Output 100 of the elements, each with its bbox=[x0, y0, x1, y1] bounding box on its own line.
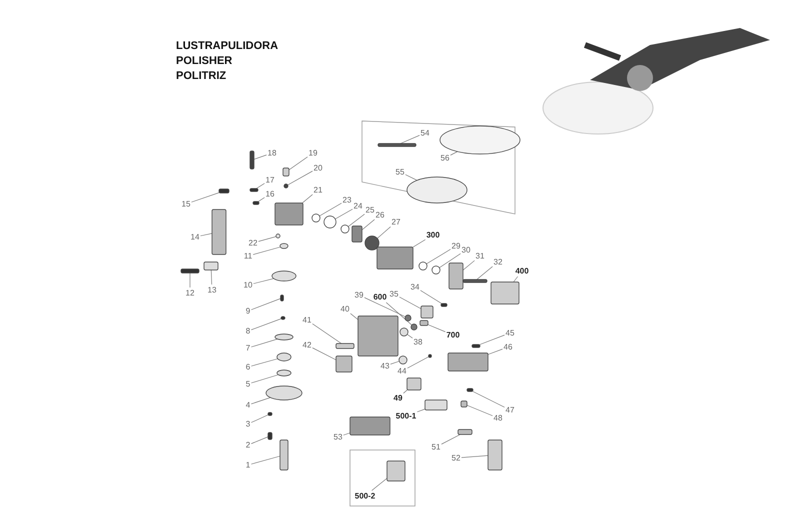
callout-number: 49 bbox=[394, 394, 402, 402]
leader-line bbox=[350, 313, 358, 320]
machine-part bbox=[376, 246, 414, 270]
leader-line bbox=[348, 214, 365, 227]
machine-part bbox=[252, 201, 260, 205]
callout-number: 6 bbox=[246, 362, 250, 372]
callout-number: 41 bbox=[302, 316, 312, 324]
leader-line bbox=[513, 276, 518, 282]
leader-line bbox=[250, 298, 281, 310]
leader-line bbox=[439, 253, 461, 268]
leader-line bbox=[334, 208, 353, 220]
callout-number: 500-2 bbox=[354, 492, 376, 500]
callout-number: 10 bbox=[244, 280, 252, 290]
machine-part bbox=[448, 262, 464, 290]
callout-number: 51 bbox=[432, 442, 440, 452]
machine-part bbox=[410, 324, 418, 330]
leader-line bbox=[250, 397, 271, 404]
leader-line bbox=[258, 236, 276, 242]
product-name: POLISHER bbox=[176, 55, 232, 67]
leader-line bbox=[403, 390, 408, 394]
callout-number: 400 bbox=[515, 266, 529, 276]
leader-line bbox=[210, 270, 212, 285]
callout-number: 600 bbox=[373, 292, 387, 302]
leader-line bbox=[200, 233, 212, 236]
callout-number: 32 bbox=[494, 258, 502, 266]
leader-line bbox=[256, 183, 265, 189]
machine-part bbox=[268, 432, 272, 440]
callout-number: 25 bbox=[366, 206, 374, 214]
machine-part bbox=[274, 334, 294, 340]
machine-part bbox=[472, 344, 480, 348]
callout-number: 38 bbox=[414, 338, 422, 346]
leader-line bbox=[319, 202, 342, 216]
callout-number: 55 bbox=[396, 168, 404, 176]
machine-part bbox=[312, 214, 320, 222]
leader-line bbox=[407, 356, 429, 368]
leader-line bbox=[462, 260, 475, 270]
callout-number: 46 bbox=[504, 342, 512, 352]
leader-line bbox=[476, 266, 493, 280]
machine-part bbox=[280, 294, 284, 302]
machine-part bbox=[218, 188, 230, 194]
machine-part bbox=[276, 370, 292, 376]
machine-part bbox=[268, 412, 272, 416]
leader-line bbox=[400, 135, 420, 144]
machine-part bbox=[266, 386, 302, 400]
leader-line bbox=[412, 239, 426, 248]
leader-line bbox=[488, 348, 503, 355]
machine-part bbox=[458, 429, 472, 435]
leader-line bbox=[441, 434, 460, 444]
machine-part bbox=[276, 234, 280, 238]
product-name: POLITRIZ bbox=[176, 70, 226, 82]
machine-part bbox=[336, 343, 354, 349]
leader-line bbox=[480, 334, 505, 345]
callout-number: 700 bbox=[446, 330, 460, 340]
machine-part bbox=[400, 328, 408, 336]
callout-number: 16 bbox=[266, 190, 274, 198]
machine-part bbox=[204, 262, 218, 270]
machine-part bbox=[284, 184, 288, 188]
callout-number: 52 bbox=[452, 454, 460, 462]
callout-number: 5 bbox=[246, 380, 250, 388]
machine-part bbox=[250, 150, 254, 170]
leader-line bbox=[405, 174, 418, 181]
machine-part bbox=[324, 216, 336, 228]
leader-line bbox=[312, 348, 336, 360]
machine-part bbox=[460, 400, 468, 408]
machine-part bbox=[488, 440, 502, 470]
machine-part bbox=[466, 388, 474, 392]
leader-line bbox=[372, 478, 388, 491]
machine-part bbox=[440, 303, 448, 307]
callout-number: 27 bbox=[392, 218, 400, 226]
machine-part bbox=[448, 352, 488, 372]
leader-line bbox=[450, 151, 458, 156]
machine-part bbox=[406, 176, 468, 204]
leader-line bbox=[472, 391, 505, 408]
callout-number: 12 bbox=[186, 288, 194, 298]
callout-number: 47 bbox=[506, 406, 514, 414]
leader-line bbox=[253, 278, 274, 284]
leader-line bbox=[362, 219, 375, 230]
leader-line bbox=[312, 323, 342, 344]
leader-line bbox=[426, 249, 451, 264]
callout-number: 53 bbox=[334, 432, 342, 442]
leader-line bbox=[250, 318, 282, 330]
leader-line bbox=[461, 455, 488, 458]
leader-line bbox=[254, 154, 267, 160]
callout-number: 23 bbox=[342, 196, 352, 204]
machine-part bbox=[358, 316, 398, 356]
machine-part bbox=[428, 354, 432, 358]
leader-line bbox=[399, 296, 422, 310]
machine-part bbox=[350, 416, 390, 436]
machine-part bbox=[424, 400, 448, 410]
callout-number: 30 bbox=[462, 246, 470, 254]
callout-number: 500-1 bbox=[396, 412, 416, 420]
machine-part bbox=[272, 270, 296, 282]
machine-part bbox=[340, 224, 350, 234]
machine-part bbox=[432, 266, 440, 274]
callout-number: 31 bbox=[476, 252, 484, 260]
leader-line bbox=[364, 297, 406, 318]
leader-line bbox=[386, 302, 412, 326]
leader-line bbox=[420, 290, 442, 304]
machine-part bbox=[250, 188, 258, 192]
machine-part bbox=[276, 352, 292, 362]
